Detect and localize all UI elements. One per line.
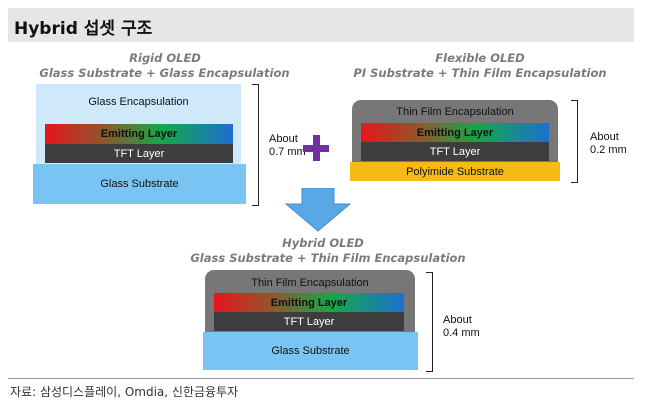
flexible-thickness-label: About 0.2 mm: [590, 131, 627, 157]
flexible-thickness-bracket: [571, 100, 578, 183]
hybrid-thickness-bracket: [426, 272, 433, 372]
flexible-emitting-layer: Emitting Layer: [361, 123, 549, 142]
flexible-tft-layer: TFT Layer: [361, 142, 549, 161]
flexible-polyimide-substrate-layer: Polyimide Substrate: [350, 162, 560, 181]
rigid-glass-substrate-layer: Glass Substrate: [33, 164, 246, 204]
rigid-caption-title: Rigid OLED: [129, 51, 201, 65]
flexible-thickness-about: About: [590, 131, 619, 143]
rigid-thickness-value: 0.7 mm: [269, 146, 306, 158]
hybrid-thickness-value: 0.4 mm: [443, 327, 480, 339]
hybrid-caption-subtitle: Glass Substrate + Thin Film Encapsulatio…: [190, 251, 466, 265]
page-title: Hybrid 섭셋 구조: [14, 19, 153, 39]
plus-icon: [313, 135, 320, 161]
rigid-emitting-layer: Emitting Layer: [45, 124, 233, 144]
rigid-tft-layer: TFT Layer: [45, 144, 233, 163]
flexible-caption-subtitle: PI Substrate + Thin Film Encapsulation: [353, 66, 607, 80]
title-bar: [8, 8, 634, 42]
hybrid-glass-substrate-layer: Glass Substrate: [203, 332, 418, 370]
flexible-caption-title: Flexible OLED: [435, 51, 525, 65]
footer-divider: [8, 378, 634, 379]
rigid-thickness-bracket: [252, 84, 259, 206]
flexible-thickness-value: 0.2 mm: [590, 144, 627, 156]
hybrid-thickness-about: About: [443, 314, 472, 326]
hybrid-tft-layer: TFT Layer: [214, 312, 404, 331]
rigid-thickness-label: About 0.7 mm: [269, 133, 306, 159]
down-arrow-icon: [284, 188, 352, 232]
hybrid-thickness-label: About 0.4 mm: [443, 314, 480, 340]
hybrid-emitting-layer: Emitting Layer: [214, 293, 404, 312]
rigid-caption-subtitle: Glass Substrate + Glass Encapsulation: [39, 66, 290, 80]
rigid-thickness-about: About: [269, 133, 298, 145]
source-note: 자료: 삼성디스플레이, Omdia, 신한금융투자: [10, 385, 239, 399]
hybrid-caption-title: Hybrid OLED: [282, 236, 364, 250]
